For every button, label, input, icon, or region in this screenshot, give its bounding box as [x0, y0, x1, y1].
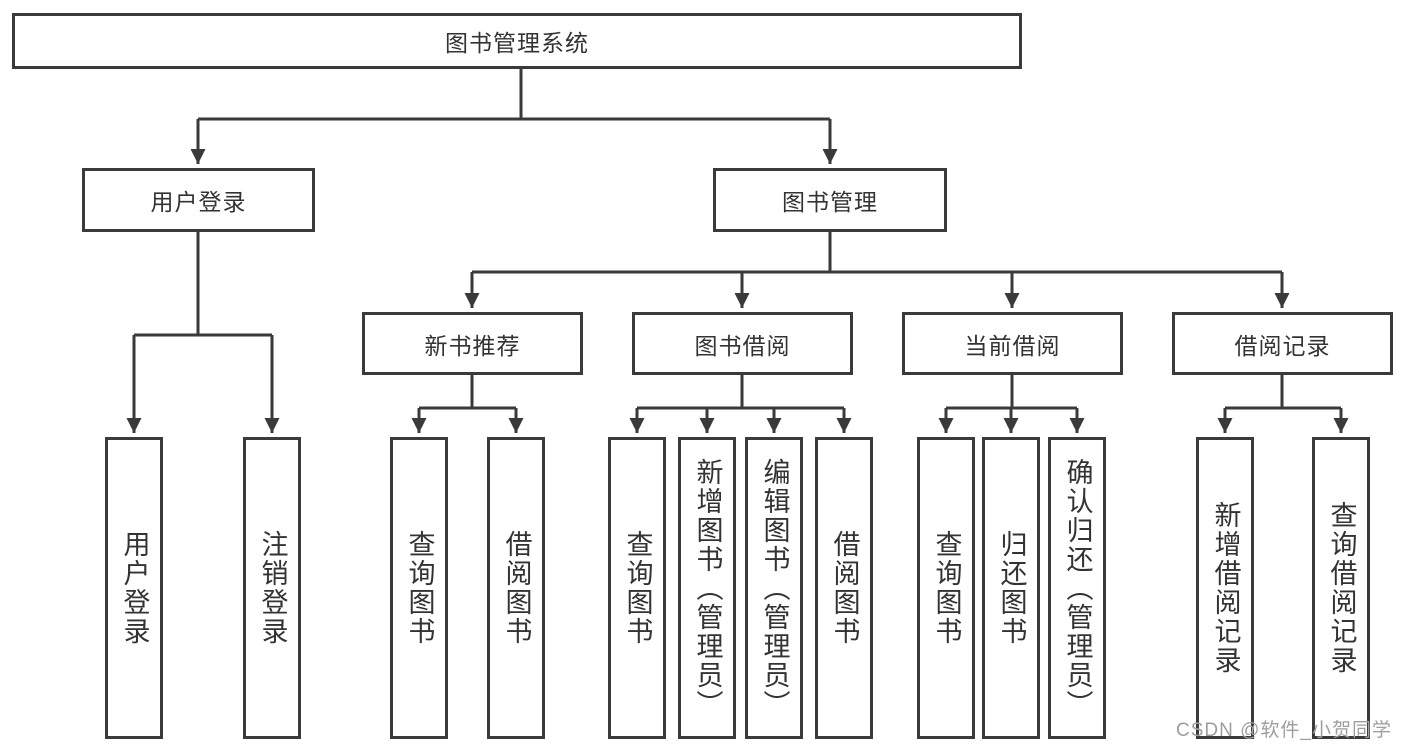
leaf-query-books: 查询图书 [917, 437, 975, 739]
node-label: 编辑图书（管理员） [759, 457, 790, 719]
node-label: 图书管理 [782, 189, 878, 215]
node-label: 借阅记录 [1234, 332, 1331, 359]
node-label: 查询借阅记录 [1326, 501, 1357, 675]
node-label: 图书借阅 [694, 332, 791, 359]
leaf-user-login: 用户登录 [105, 437, 163, 739]
node-library-management-system: 图书管理系统 [12, 13, 1022, 69]
node-current-borrow: 当前借阅 [902, 312, 1123, 375]
leaf-borrow-books: 借阅图书 [487, 437, 545, 739]
node-label: 注销登录 [257, 530, 288, 646]
node-label: 用户登录 [150, 189, 247, 215]
leaf-query-books: 查询图书 [390, 437, 448, 739]
leaf-add-book-admin: 新增图书（管理员） [678, 437, 736, 739]
node-label: 借阅图书 [829, 530, 860, 646]
leaf-logout: 注销登录 [243, 437, 301, 739]
node-label: 图书管理系统 [445, 30, 589, 56]
node-label: 当前借阅 [964, 332, 1061, 359]
node-label: 新增图书（管理员） [692, 457, 723, 719]
node-label: 新书推荐 [424, 332, 521, 359]
node-borrow-records: 借阅记录 [1172, 312, 1393, 375]
leaf-confirm-return-admin: 确认归还（管理员） [1048, 437, 1106, 739]
node-label: 查询图书 [404, 530, 435, 646]
leaf-add-borrow-record: 新增借阅记录 [1196, 437, 1254, 739]
node-user-login: 用户登录 [82, 168, 315, 232]
node-label: 确认归还（管理员） [1062, 457, 1093, 719]
node-book-management: 图书管理 [713, 168, 947, 232]
leaf-return-books: 归还图书 [982, 437, 1040, 739]
node-label: 查询图书 [622, 530, 653, 646]
node-label: 新增借阅记录 [1210, 501, 1241, 675]
node-book-borrow: 图书借阅 [632, 312, 853, 375]
node-new-book-recommend: 新书推荐 [362, 312, 583, 375]
leaf-borrow-books: 借阅图书 [815, 437, 873, 739]
node-label: 归还图书 [996, 530, 1027, 646]
node-label: 借阅图书 [501, 530, 532, 646]
leaf-query-books: 查询图书 [608, 437, 666, 739]
leaf-edit-book-admin: 编辑图书（管理员） [745, 437, 803, 739]
node-label: 用户登录 [119, 530, 150, 646]
watermark: CSDN @软件_小贺同学 [1176, 720, 1392, 741]
leaf-query-borrow-record: 查询借阅记录 [1312, 437, 1370, 739]
node-label: 查询图书 [931, 530, 962, 646]
